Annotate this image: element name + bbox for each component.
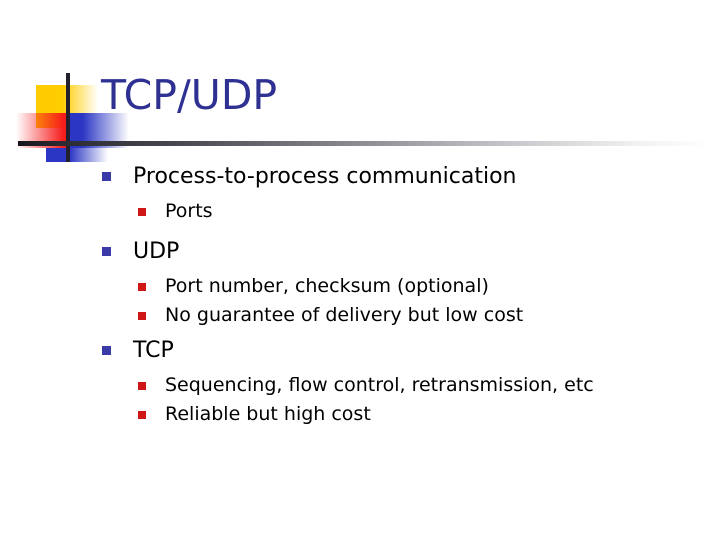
square-bullet-red-icon: [138, 411, 146, 419]
bullet-text: Process-to-process communication: [133, 164, 517, 189]
square-bullet-blue-icon: [102, 346, 111, 355]
square-bullet-red-icon: [138, 208, 146, 216]
decoration-yellow-block-icon: [36, 85, 98, 128]
bullet-level1: TCP: [0, 334, 720, 367]
square-bullet-red-icon: [138, 382, 146, 390]
bullet-level2: Ports: [0, 197, 720, 226]
bullet-text: UDP: [133, 239, 180, 264]
bullet-level2: No guarantee of delivery but low cost: [0, 301, 720, 330]
bullet-text: Sequencing, flow control, retransmission…: [165, 374, 594, 396]
bullet-text: Port number, checksum (optional): [165, 275, 489, 297]
slide-body: Process-to-process communication Ports U…: [0, 160, 720, 429]
bullet-level1: Process-to-process communication: [0, 160, 720, 193]
square-bullet-red-icon: [138, 283, 146, 291]
bullet-level2: Port number, checksum (optional): [0, 272, 720, 301]
bullet-level2: Sequencing, flow control, retransmission…: [0, 371, 720, 400]
bullet-text: Ports: [165, 200, 213, 222]
bullet-text: Reliable but high cost: [165, 403, 371, 425]
bullet-level2: Reliable but high cost: [0, 400, 720, 429]
decoration-vertical-line-icon: [66, 73, 70, 162]
square-bullet-blue-icon: [102, 247, 111, 256]
title-divider: [18, 141, 710, 146]
bullet-text: No guarantee of delivery but low cost: [165, 304, 524, 326]
bullet-level1: UDP: [0, 235, 720, 268]
slide-title: TCP/UDP: [101, 71, 278, 119]
square-bullet-red-icon: [138, 312, 146, 320]
bullet-text: TCP: [133, 338, 174, 363]
square-bullet-blue-icon: [102, 172, 111, 181]
